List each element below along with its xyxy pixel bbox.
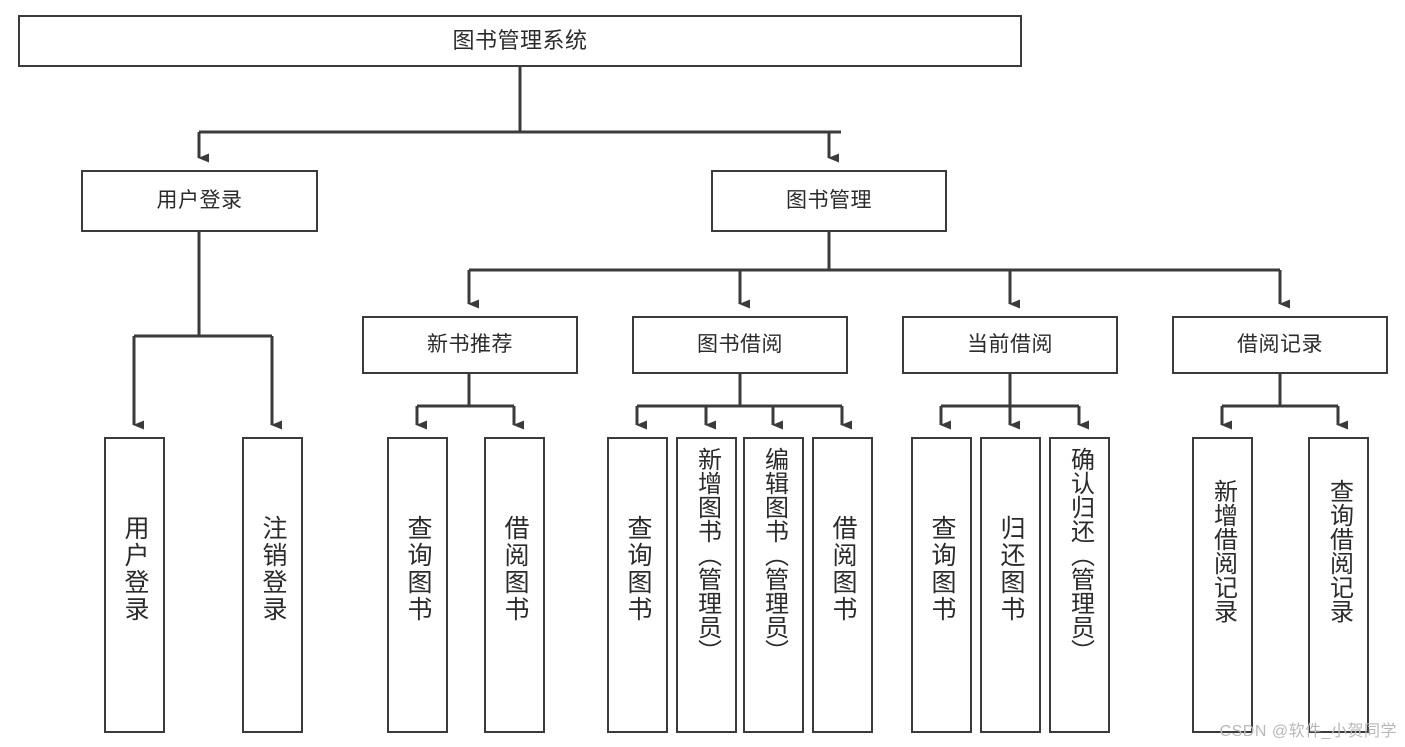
node-root-system[interactable]: 图书管理系统 — [18, 15, 1022, 67]
node-book-borrowing[interactable]: 图书借阅 — [632, 316, 848, 374]
leaf-node-borrow-book-new-rec[interactable]: 借阅图书 — [484, 437, 545, 733]
node-label: 编辑图书（管理员） — [760, 447, 788, 663]
leaf-node-query-book-new-rec[interactable]: 查询图书 — [387, 437, 448, 733]
node-label: 归还图书 — [997, 515, 1025, 623]
leaf-node-query-book-borrow[interactable]: 查询图书 — [607, 437, 668, 733]
node-label: 查询图书 — [624, 515, 652, 623]
leaf-node-confirm-return-admin[interactable]: 确认归还（管理员） — [1049, 437, 1110, 733]
node-user-login[interactable]: 用户登录 — [81, 170, 318, 232]
node-label: 当前借阅 — [967, 333, 1053, 357]
node-current-borrowing[interactable]: 当前借阅 — [902, 316, 1118, 374]
node-label: 注销登录 — [259, 515, 287, 623]
node-new-book-recommendation[interactable]: 新书推荐 — [362, 316, 578, 374]
leaf-node-query-borrow-record[interactable]: 查询借阅记录 — [1308, 437, 1369, 733]
node-label: 用户登录 — [121, 515, 149, 623]
node-label: 用户登录 — [156, 189, 243, 213]
node-label: 查询图书 — [928, 515, 956, 623]
node-label: 新书推荐 — [427, 333, 513, 357]
node-label: 新增图书（管理员） — [693, 447, 721, 663]
leaf-node-query-book-current[interactable]: 查询图书 — [911, 437, 972, 733]
node-label: 借阅图书 — [501, 515, 529, 623]
leaf-node-logout[interactable]: 注销登录 — [242, 437, 303, 733]
node-label: 图书管理系统 — [452, 27, 588, 53]
node-book-management[interactable]: 图书管理 — [711, 170, 947, 232]
node-label: 新增借阅记录 — [1209, 479, 1237, 623]
node-label: 借阅图书 — [829, 515, 857, 623]
node-label: 确认归还（管理员） — [1066, 447, 1094, 663]
node-borrowing-record[interactable]: 借阅记录 — [1172, 316, 1388, 374]
leaf-node-borrow-book[interactable]: 借阅图书 — [812, 437, 873, 733]
leaf-node-return-book[interactable]: 归还图书 — [980, 437, 1041, 733]
node-label: 查询图书 — [404, 515, 432, 623]
node-label: 查询借阅记录 — [1325, 479, 1353, 623]
node-label: 借阅记录 — [1237, 333, 1323, 357]
csdn-watermark: CSDN @软件_小贺同学 — [1219, 723, 1397, 740]
leaf-node-add-borrow-record[interactable]: 新增借阅记录 — [1192, 437, 1253, 733]
node-label: 图书借阅 — [697, 333, 783, 357]
leaf-node-edit-book-admin[interactable]: 编辑图书（管理员） — [743, 437, 804, 733]
node-label: 图书管理 — [786, 189, 872, 213]
leaf-node-user-login[interactable]: 用户登录 — [104, 437, 165, 733]
leaf-node-add-book-admin[interactable]: 新增图书（管理员） — [676, 437, 737, 733]
